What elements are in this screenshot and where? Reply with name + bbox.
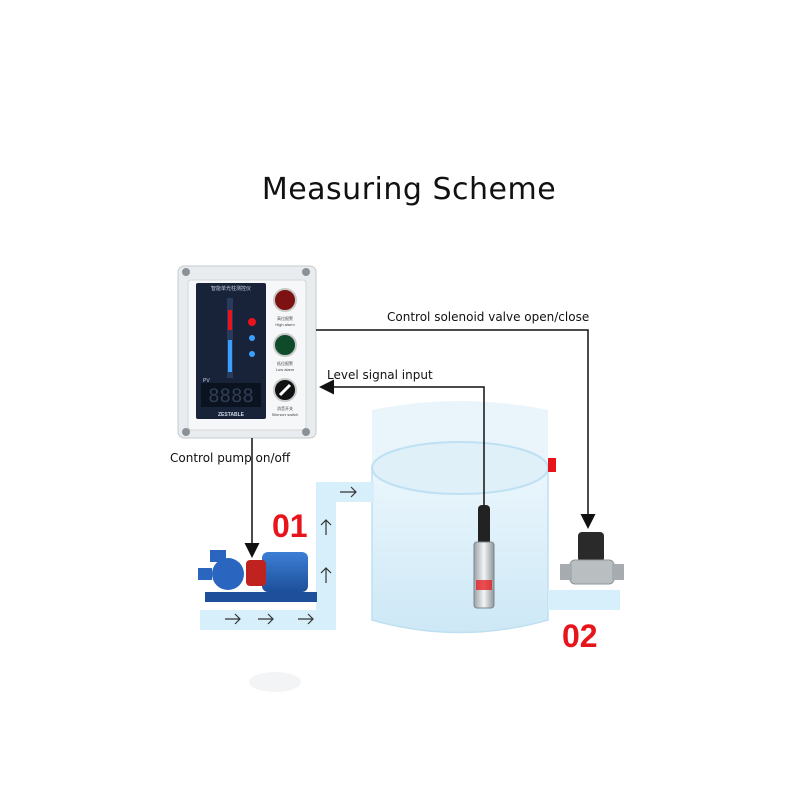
controller-display: 8888 [208,385,254,407]
solenoid-control-line [316,329,596,529]
low-alarm-icon [273,333,297,357]
silencer-label: Silencer switch [272,412,299,417]
svg-text:消音开关: 消音开关 [277,405,293,411]
controller-brand: ZESTABLE [218,412,245,418]
pump-control-label: Control pump on/off [170,451,291,465]
level-signal-label: Level signal input [327,368,433,382]
flow-arrows [225,486,357,625]
low-alarm-label: Low alarm [276,367,295,372]
solenoid-valve [560,532,624,585]
controller-pv-label: PV [203,378,210,384]
pump [198,550,317,602]
controller-unit: 8888 PV 智能单光柱测控仪 ZESTABLE 高位报警 High alar… [177,265,317,439]
level-probe [473,505,495,609]
outlet-marker: 02 [562,618,598,654]
high-alarm-label: High alarm [275,322,295,327]
inlet-pipe [200,482,374,630]
svg-text:高位报警: 高位报警 [277,315,293,321]
svg-text:低位报警: 低位报警 [277,360,293,366]
water-tank [371,401,549,634]
tank-level-mark [548,458,556,472]
inlet-marker: 01 [272,508,308,544]
high-alarm-icon [273,288,297,312]
level-signal-line [319,379,485,505]
solenoid-control-label: Control solenoid valve open/close [387,310,590,324]
outlet-pipe [548,590,620,610]
page-title: Measuring Scheme [261,172,557,207]
controller-header: 智能单光柱测控仪 [211,285,251,292]
